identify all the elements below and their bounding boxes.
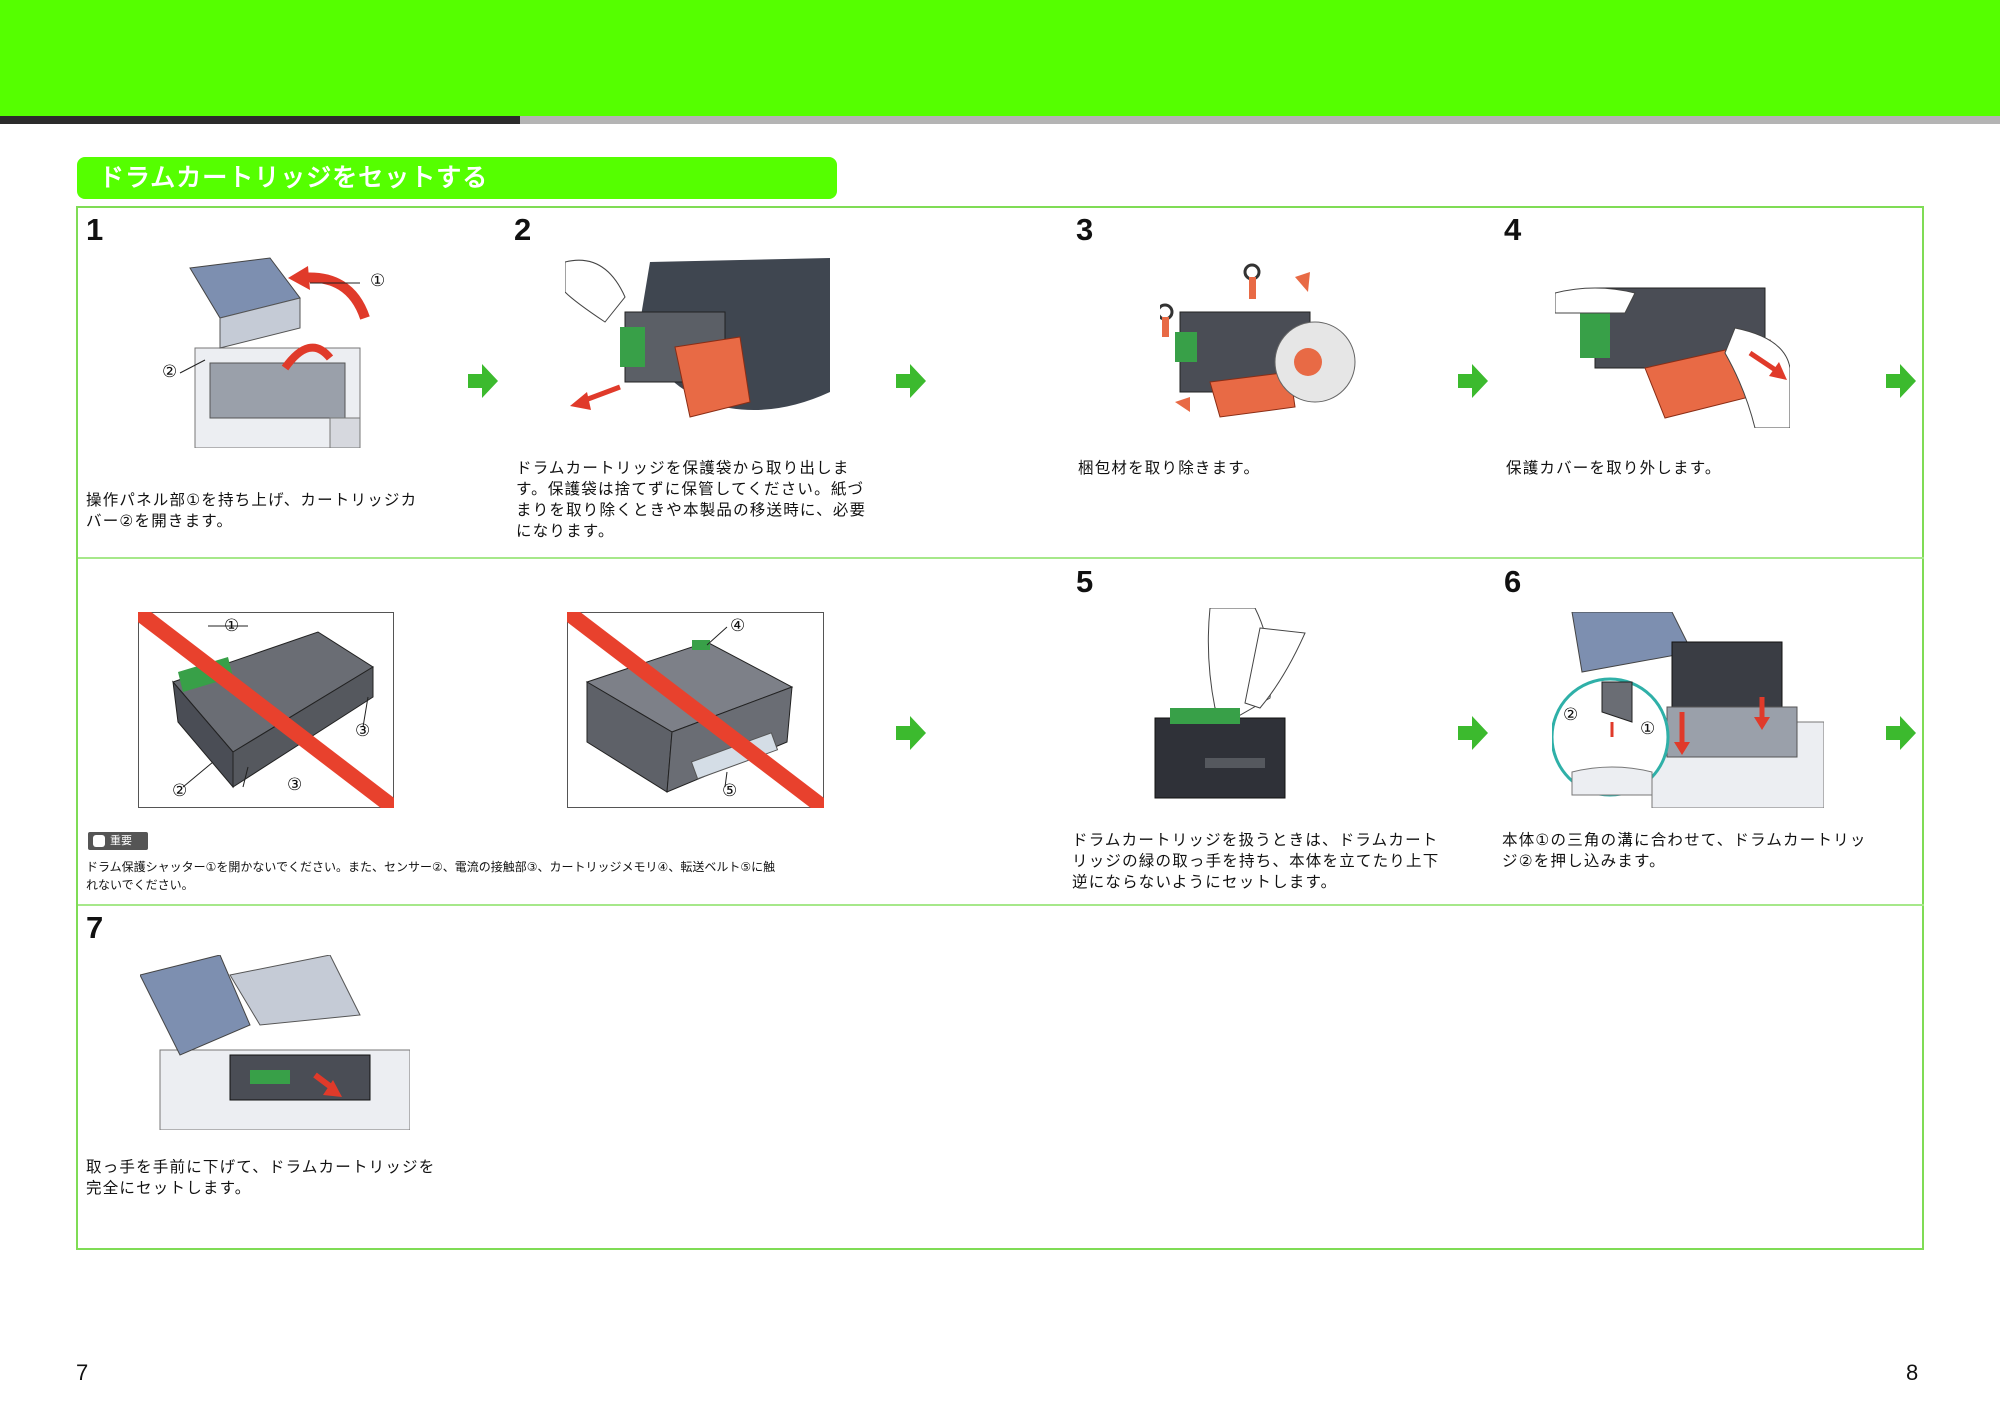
header-rule-dark <box>0 116 520 124</box>
important-callout-4: ④ <box>730 616 746 636</box>
prohibited-illustration-right <box>567 612 824 808</box>
step-4-caption: 保護カバーを取り外します。 <box>1506 459 1722 477</box>
step-2-number: 2 <box>514 212 532 247</box>
important-callout-3a: ③ <box>355 721 371 741</box>
steps-frame <box>76 206 1924 1250</box>
important-badge: 重要 <box>88 832 148 850</box>
step-1-callout-1: ① <box>370 271 386 291</box>
important-callout-5: ⑤ <box>722 781 738 801</box>
step-7-number: 7 <box>86 910 104 945</box>
step-5-illustration <box>1154 608 1306 799</box>
page-number-right: 8 <box>1906 1360 1919 1385</box>
important-note: ドラム保護シャッター①を開かないでください。また、センサー②、電流の接触部③、カ… <box>86 860 776 892</box>
important-callout-3b: ③ <box>287 775 303 795</box>
arrow-right-icon <box>468 364 498 398</box>
page-number-left: 7 <box>76 1360 89 1385</box>
step-3-caption: 梱包材を取り除きます。 <box>1078 459 1261 477</box>
arrow-right-icon <box>1458 364 1488 398</box>
step-5-number: 5 <box>1076 564 1094 599</box>
important-icon <box>93 835 105 847</box>
step-7-caption: 取っ手を手前に下げて、ドラムカートリッジを完全にセットします。 <box>86 1158 436 1197</box>
section-title: ドラムカートリッジをセットする <box>77 157 837 199</box>
step-1-callout-2: ② <box>162 362 178 382</box>
step-5-caption: ドラムカートリッジを扱うときは、ドラムカートリッジの緑の取っ手を持ち、本体を立て… <box>1072 831 1440 891</box>
step-6-caption: 本体①の三角の溝に合わせて、ドラムカートリッジ②を押し込みます。 <box>1502 831 1867 870</box>
arrow-right-icon <box>1458 716 1488 750</box>
important-callout-1: ① <box>224 616 240 636</box>
arrow-right-icon <box>1886 364 1916 398</box>
step-3-number: 3 <box>1076 212 1094 247</box>
step-3-illustration <box>1160 263 1356 418</box>
step-4-number: 4 <box>1504 212 1522 247</box>
step-6-callout-2: ② <box>1563 705 1579 725</box>
step-2-illustration <box>565 258 830 418</box>
step-1-illustration <box>179 257 370 448</box>
arrow-right-icon <box>1886 716 1916 750</box>
row-divider-1 <box>78 557 1924 559</box>
header-band <box>0 0 2000 116</box>
step-6-callout-1: ① <box>1640 719 1656 739</box>
step-2-caption: ドラムカートリッジを保護袋から取り出します。保護袋は捨てずに保管してください。紙… <box>516 459 867 540</box>
row-divider-2 <box>78 904 1924 906</box>
header-rule-gray <box>520 116 2000 124</box>
step-6-number: 6 <box>1504 564 1522 599</box>
important-badge-label: 重要 <box>110 834 132 847</box>
step-1-number: 1 <box>86 212 104 247</box>
step-7-illustration <box>140 955 410 1130</box>
step-6-illustration <box>1552 612 1824 808</box>
step-1-caption: 操作パネル部①を持ち上げ、カートリッジカバー②を開きます。 <box>86 491 418 530</box>
prohibited-illustration-left <box>138 612 394 808</box>
arrow-right-icon <box>896 716 926 750</box>
step-4-illustration <box>1555 287 1790 428</box>
important-callout-2: ② <box>172 781 188 801</box>
arrow-right-icon <box>896 364 926 398</box>
